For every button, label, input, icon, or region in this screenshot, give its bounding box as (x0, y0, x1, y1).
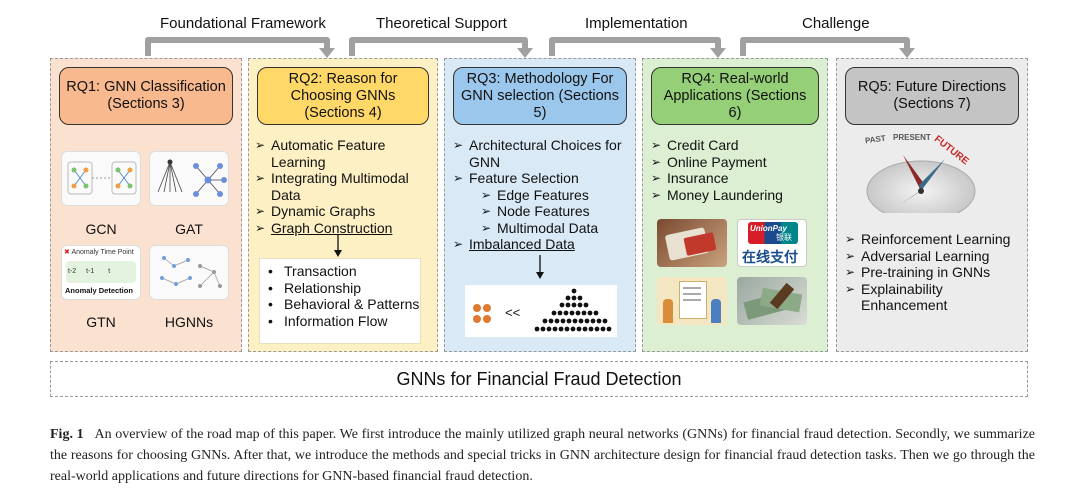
list-item: Online Payment (651, 154, 825, 171)
list-item: Feature Selection (453, 170, 633, 187)
flow-arrow-3 (549, 37, 721, 56)
rq1-title: RQ1: GNN Classification (Sections 3) (59, 67, 233, 125)
unionpay-text: UnionPay (750, 224, 787, 233)
list-item: Pre-training in GNNs (845, 264, 1029, 281)
insurance-photo (657, 277, 727, 325)
list-item: Money Laundering (651, 187, 825, 204)
list-item: Explainability Enhancement (845, 281, 1029, 314)
unionpay-logo: UnionPay 银联 在线支付 (737, 219, 807, 267)
flow-arrow-1 (145, 37, 330, 56)
list-item: Adversarial Learning (845, 248, 1029, 265)
bottom-banner: GNNs for Financial Fraud Detection (50, 361, 1028, 397)
list-item: Reinforcement Learning (845, 231, 1029, 248)
model-label-gat: GAT (175, 221, 203, 237)
caption-label: Fig. 1 (50, 427, 84, 442)
rq3-column: RQ3: Methodology For GNN selection (Sect… (444, 58, 636, 352)
flow-arrow-4 (740, 37, 910, 56)
list-item: Relationship (260, 280, 420, 297)
list-item: Multimodal Data (453, 220, 633, 237)
gtn-anomaly-detection: Anomaly Detection (65, 286, 133, 295)
comparison-sign: << (505, 305, 521, 320)
compass-image: PAST PRESENT FUTURE (859, 133, 983, 213)
rq5-title: RQ5: Future Directions (Sections 7) (845, 67, 1019, 125)
flow-label-implementation: Implementation (585, 15, 688, 32)
graph-construction-box: Transaction Relationship Behavioral & Pa… (259, 258, 421, 344)
flow-label-theoretical: Theoretical Support (376, 15, 507, 32)
model-label-gcn: GCN (85, 221, 117, 237)
list-item: Transaction (260, 263, 420, 280)
rq3-method-list: Architectural Choices for GNN Feature Se… (453, 137, 633, 253)
list-item: Automatic Feature Learning (255, 137, 433, 170)
gcn-diagram (61, 151, 141, 206)
flow-arrow-2 (349, 37, 528, 56)
list-item: Insurance (651, 170, 825, 187)
rq3-title: RQ3: Methodology For GNN selection (Sect… (453, 67, 627, 125)
graph-construction-list: Transaction Relationship Behavioral & Pa… (260, 263, 420, 329)
fraud-minority-icon (473, 304, 491, 323)
flow-label-foundational: Foundational Framework (160, 15, 326, 32)
list-item: Dynamic Graphs (255, 203, 433, 220)
list-item: Edge Features (453, 187, 633, 204)
imbalanced-data-label: Imbalanced Data (469, 236, 575, 252)
flow-arrows (145, 37, 915, 58)
figure-caption: Fig. 1 An overview of the road map of th… (50, 424, 1035, 487)
compass-word-present: PRESENT (893, 133, 931, 142)
caption-text: An overview of the road map of this pape… (50, 427, 1035, 484)
rq4-title: RQ4: Real-world Applications (Sections 6… (651, 67, 819, 125)
money-laundering-photo (737, 277, 807, 325)
model-label-gtn: GTN (86, 314, 116, 330)
list-item: Behavioral & Patterns (260, 296, 420, 313)
unionpay-cn-text: 银联 (776, 233, 792, 242)
gtn-t2: t-2 (68, 268, 77, 275)
rq1-column: RQ1: GNN Classification (Sections 3) GCN (50, 58, 242, 352)
gat-diagram (149, 151, 229, 206)
rq5-column: RQ5: Future Directions (Sections 7) PAST… (836, 58, 1028, 352)
model-label-hgnns: HGNNs (164, 314, 214, 330)
gtn-t: t (108, 268, 111, 275)
flow-label-challenge: Challenge (802, 15, 870, 32)
list-item: Integrating Multimodal Data (255, 170, 433, 203)
list-item: Credit Card (651, 137, 825, 154)
gtn-t1: t-1 (86, 268, 95, 275)
graph-construction-label: Graph Construction (271, 219, 393, 236)
list-item: Imbalanced Data (453, 236, 633, 253)
imbalance-illustration: << (465, 285, 617, 337)
online-pay-text: 在线支付 (742, 250, 798, 266)
list-item: Graph Construction (255, 220, 433, 237)
rq2-column: RQ2: Reason for Choosing GNNs (Sections … (248, 58, 438, 352)
normal-majority-icon (534, 288, 612, 332)
rq2-title: RQ2: Reason for Choosing GNNs (Sections … (257, 67, 429, 125)
list-item: Node Features (453, 203, 633, 220)
gtn-diagram: ✖ Anomaly Time Point t-2 t-1 t Anomaly D… (61, 245, 141, 300)
rq2-reason-list: Automatic Feature Learning Integrating M… (255, 137, 433, 236)
rq4-column: RQ4: Real-world Applications (Sections 6… (642, 58, 828, 352)
list-item: Information Flow (260, 313, 420, 330)
rq4-application-list: Credit Card Online Payment Insurance Mon… (651, 137, 825, 203)
down-arrow-icon (334, 235, 342, 257)
hgnns-diagram (149, 245, 229, 300)
list-item: Architectural Choices for GNN (453, 137, 633, 170)
down-arrow-icon (536, 255, 544, 279)
credit-card-photo (657, 219, 727, 267)
rq5-direction-list: Reinforcement Learning Adversarial Learn… (845, 231, 1029, 314)
gtn-anomaly-time-point: Anomaly Time Point (71, 249, 134, 256)
